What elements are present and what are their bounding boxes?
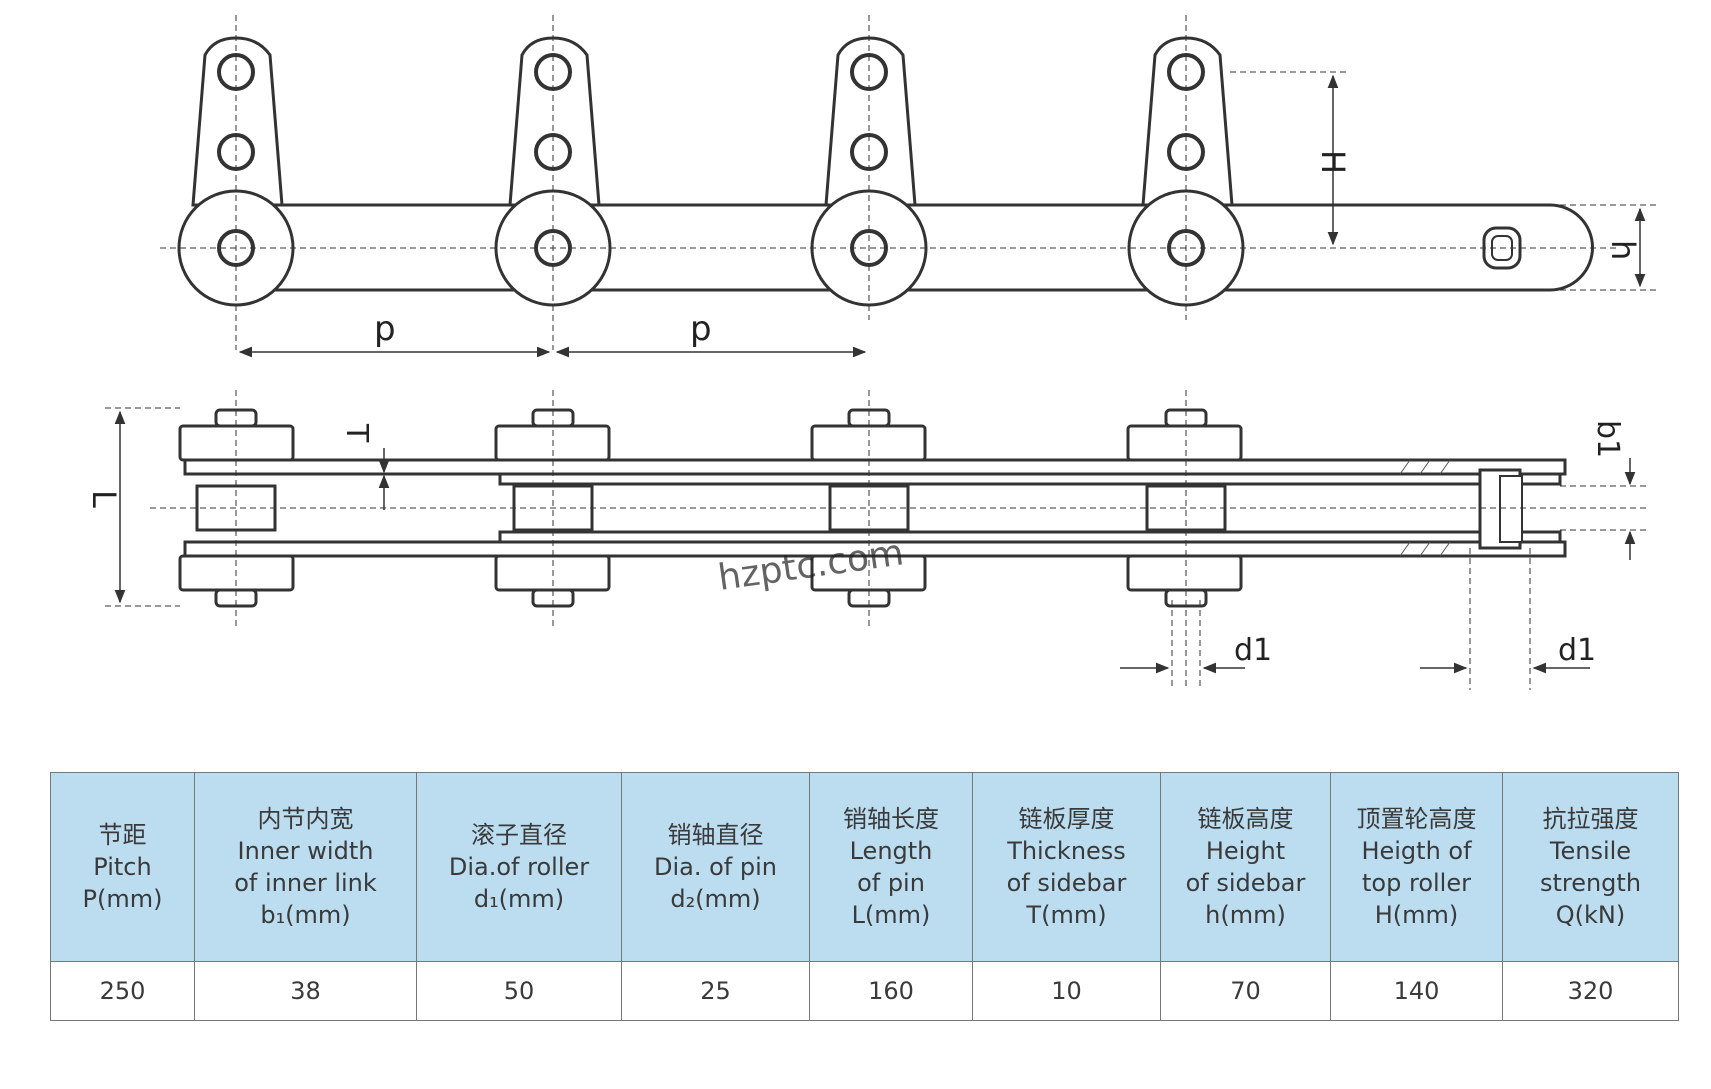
side-view [177, 36, 1594, 307]
pitch-label-1: p [374, 309, 396, 349]
table-cell: 25 [621, 961, 810, 1021]
table-cell: 70 [1160, 961, 1331, 1021]
table-cell: 10 [972, 961, 1161, 1021]
chain-diagram: p p H h [85, 15, 1660, 690]
table-cell: 160 [809, 961, 973, 1021]
header-line-en1: Length [849, 837, 933, 865]
column-header: 滚子直径 Dia.of roller d₁(mm) [416, 772, 622, 962]
header-line-en3: T(mm) [1026, 901, 1107, 929]
pin-length-label: L [85, 490, 123, 508]
column-header: 链板高度 Height of sidebar h(mm) [1160, 772, 1331, 962]
sidebar-height-label: h [1604, 240, 1642, 260]
header-line-en3: h(mm) [1205, 901, 1286, 929]
header-line-en2: of inner link [234, 869, 377, 897]
header-line-en2: of sidebar [1185, 869, 1306, 897]
table-cell: 38 [194, 961, 417, 1021]
table-cell: 250 [50, 961, 195, 1021]
column-header: 内节内宽 Inner width of inner link b₁(mm) [194, 772, 417, 962]
header-line-zh: 链板厚度 [1018, 805, 1115, 833]
upper-sidebar [183, 458, 1567, 476]
inner-width-label: b1 [1590, 420, 1625, 458]
table-cell: 140 [1330, 961, 1503, 1021]
sidebar-thickness-label: T [339, 423, 374, 443]
table-cell: 50 [416, 961, 622, 1021]
pitch-label-2: p [690, 309, 712, 349]
header-line-en1: Dia. of pin [654, 853, 777, 881]
header-line-zh: 销轴长度 [843, 805, 939, 833]
header-line-en1: Thickness [1007, 837, 1126, 865]
header-line-en1: Dia.of roller [448, 853, 590, 881]
header-line-en1: Inner width [237, 837, 374, 865]
header-line-en2: of pin [857, 869, 925, 897]
header-line-en2: P(mm) [82, 885, 163, 913]
header-line-en1: Tensile [1549, 837, 1632, 865]
table-cell: 320 [1502, 961, 1679, 1021]
header-line-zh: 销轴直径 [667, 821, 764, 849]
header-line-en2: d₂(mm) [670, 885, 761, 913]
header-line-zh: 抗拉强度 [1542, 805, 1639, 833]
header-line-en2: strength [1539, 869, 1642, 897]
header-line-zh: 节距 [98, 821, 147, 849]
header-line-en2: of sidebar [1006, 869, 1127, 897]
column-header: 销轴直径 Dia. of pin d₂(mm) [621, 772, 810, 962]
header-line-en3: L(mm) [851, 901, 931, 929]
header-line-zh: 滚子直径 [471, 821, 567, 849]
header-line-en3: Q(kN) [1555, 901, 1626, 929]
header-line-zh: 内节内宽 [257, 805, 354, 833]
top-roller-height-label: H [1314, 150, 1352, 174]
header-line-zh: 顶置轮高度 [1356, 805, 1477, 833]
roller-dia-label-1: d1 [1234, 633, 1272, 668]
header-line-en2: top roller [1362, 869, 1471, 897]
attachment-arms [191, 36, 1234, 207]
header-line-en1: Height [1205, 837, 1286, 865]
roller-dia-label-2: d1 [1558, 633, 1596, 668]
header-line-en1: Pitch [93, 853, 152, 881]
header-line-zh: 链板高度 [1197, 805, 1294, 833]
header-line-en3: H(mm) [1374, 901, 1459, 929]
header-line-en2: d₁(mm) [473, 885, 565, 913]
header-line-en3: b₁(mm) [260, 901, 351, 929]
header-line-en1: Heigth of [1361, 837, 1472, 865]
